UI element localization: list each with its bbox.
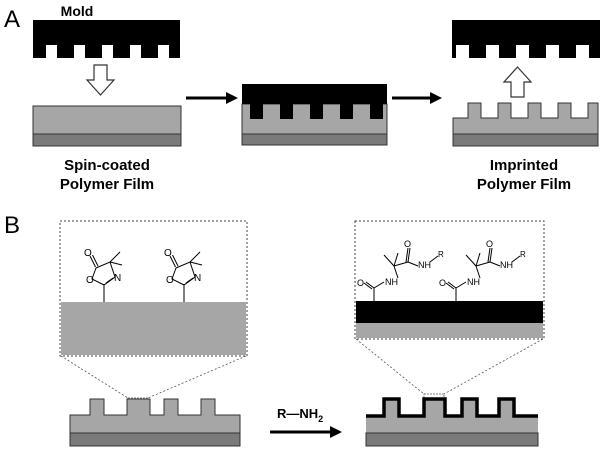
atom-amide-nh-b2: NH: [500, 260, 513, 270]
panel-a-label: A: [4, 6, 20, 33]
zoom-projection-left: [60, 355, 247, 399]
atom-amide-o-b2: O: [486, 239, 493, 249]
substrate-bottom-left: [69, 432, 241, 447]
atom-ring-n-2: N: [194, 273, 201, 284]
process-arrow-2: [392, 92, 442, 104]
imprinted-caption-line2: Polymer Film: [477, 176, 571, 193]
spin-coated-caption-line2: Polymer Film: [60, 176, 154, 193]
atom-amide-nh-a1: NH: [385, 277, 398, 287]
azlactone-group-2: [169, 251, 203, 302]
pressed-substrate: [241, 133, 388, 146]
mold-stamp-pressed: [242, 84, 387, 119]
atom-amide-nh-b1: NH: [467, 277, 480, 287]
mold-stamp-left: [33, 20, 180, 58]
atom-carbonyl-o-1: O: [84, 248, 92, 259]
atom-amide-o-a1: O: [357, 278, 364, 288]
atom-amide-o-b1: O: [439, 278, 446, 288]
functional-coating-outline: [366, 397, 538, 418]
press-down-arrow-icon: [85, 64, 116, 96]
process-arrow-1: [186, 92, 238, 104]
atom-r-group-a: R: [438, 250, 444, 259]
atom-ring-o-1: O: [86, 275, 94, 286]
azlactone-group-1: [89, 251, 123, 302]
imprinted-caption-line1: Imprinted: [490, 157, 558, 174]
amide-adduct-1: [363, 247, 439, 301]
reagent-label: R—NH2: [277, 406, 323, 424]
amide-adduct-2: [445, 247, 521, 301]
zoom-projection-right: [355, 338, 544, 395]
substrate-left: [32, 133, 182, 147]
release-up-arrow-icon: [502, 66, 533, 98]
reagent-subscript: 2: [318, 414, 323, 424]
atom-carbonyl-o-2: O: [164, 248, 172, 259]
zoom-functional-layer-right: [356, 301, 543, 323]
zoom-polymer-surface-right: [356, 323, 543, 338]
imprinted-polymer-layer: [452, 102, 599, 135]
panel-b-label: B: [4, 212, 20, 239]
atom-r-group-b: R: [520, 250, 526, 259]
substrate-bottom-right: [365, 432, 539, 447]
spin-coated-polymer-layer: [32, 105, 182, 135]
mold-stamp-right: [452, 20, 600, 58]
atom-ring-o-2: O: [166, 275, 174, 286]
atom-amide-o-a2: O: [404, 239, 411, 249]
reaction-arrow: [270, 426, 342, 438]
zoom-polymer-surface-left: [61, 302, 246, 355]
imprinted-film-left: [69, 398, 241, 434]
mold-label: Mold: [61, 3, 94, 19]
substrate-right: [452, 133, 599, 147]
spin-coated-caption-line1: Spin-coated: [64, 157, 150, 174]
atom-ring-n-1: N: [114, 273, 121, 284]
atom-amide-nh-a2: NH: [418, 260, 431, 270]
